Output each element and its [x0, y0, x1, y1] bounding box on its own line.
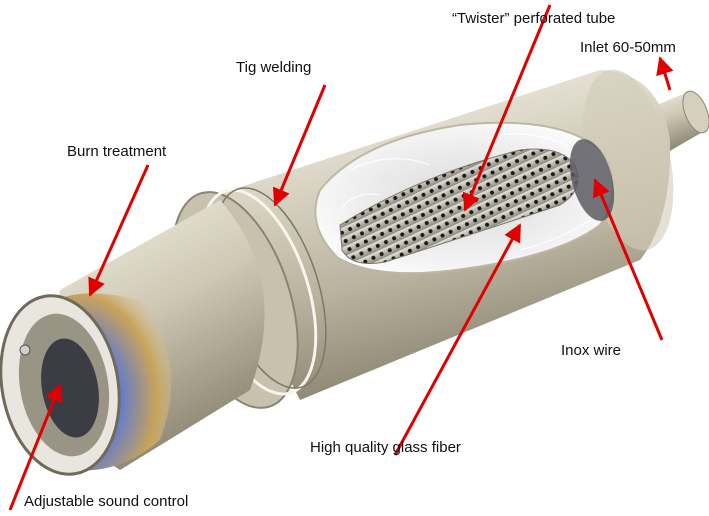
- label-burn-treatment: Burn treatment: [67, 143, 167, 160]
- arrow-inox-wire: [592, 178, 664, 341]
- label-sound-control: Adjustable sound control: [24, 493, 189, 510]
- arrow-twister-tube: [462, 4, 552, 212]
- label-tig-welding: Tig welding: [236, 59, 312, 76]
- arrow-tig-welding: [272, 84, 327, 207]
- arrow-sound-control: [8, 383, 63, 511]
- label-twister-tube: “Twister” perforated tube: [452, 10, 616, 27]
- label-inox-wire: Inox wire: [561, 342, 622, 359]
- callout-arrows: [8, 4, 674, 511]
- arrow-burn-treatment: [88, 164, 150, 297]
- label-inlet: Inlet 60-50mm: [580, 39, 676, 56]
- label-glass-fiber: High quality glass fiber: [310, 439, 461, 456]
- arrow-inlet: [656, 56, 674, 91]
- arrow-glass-fiber: [393, 223, 522, 456]
